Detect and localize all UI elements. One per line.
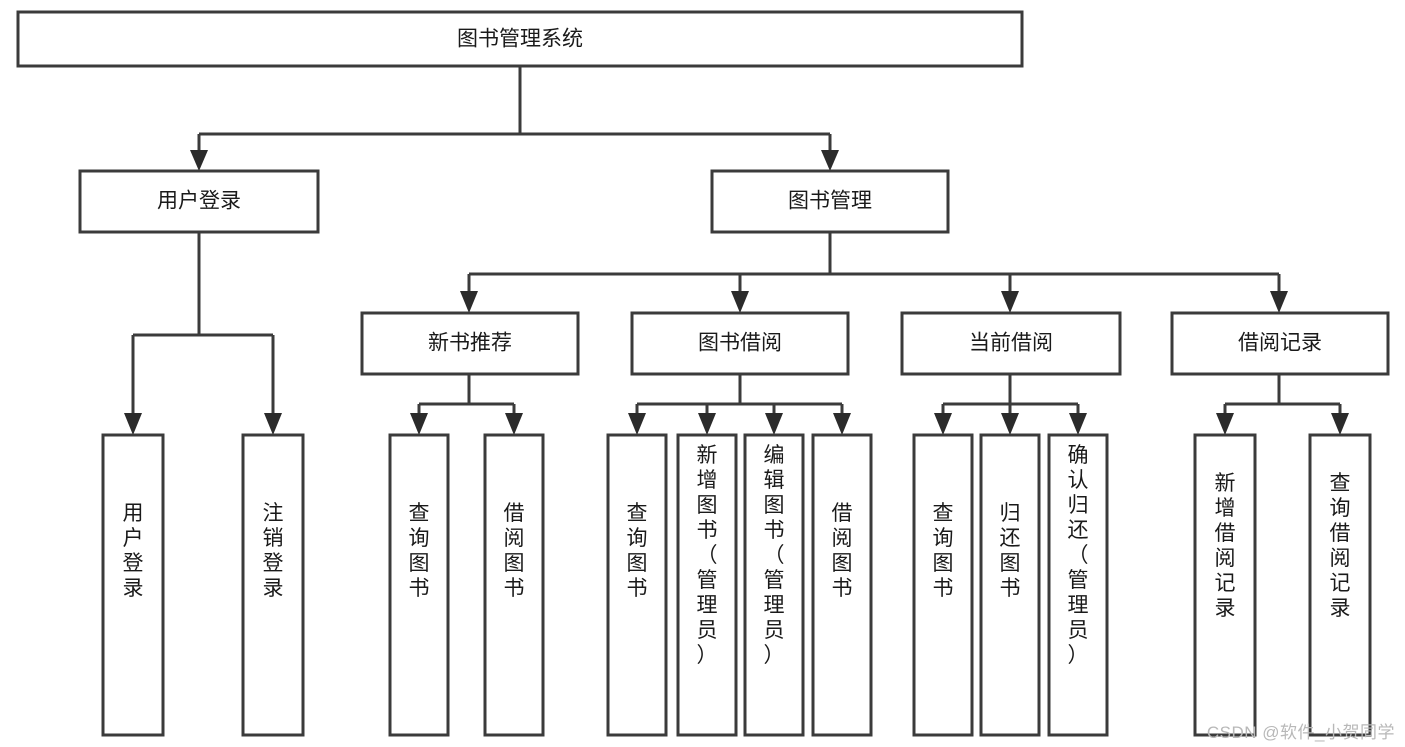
node-new-book-recommend-box[interactable] bbox=[360, 311, 580, 376]
arrow-head-leaf-borrow-book-bb bbox=[833, 413, 851, 435]
node-leaf-return-book-box[interactable] bbox=[979, 433, 1041, 737]
arrow-head-current-borrow bbox=[1001, 291, 1019, 313]
node-leaf-borrow-book-bb-label: 借阅图书 bbox=[832, 502, 853, 600]
node-leaf-confirm-return[interactable]: 确认归还（管理员） bbox=[1047, 433, 1109, 737]
node-leaf-query-record-label: 查询借阅记录 bbox=[1330, 472, 1351, 620]
node-leaf-edit-book-label: 编辑图书（管理员） bbox=[764, 444, 785, 667]
node-leaf-query-book-cb-label: 查询图书 bbox=[933, 502, 954, 600]
node-leaf-logout-box[interactable] bbox=[241, 433, 305, 737]
node-root-label: 图书管理系统 bbox=[457, 28, 583, 51]
node-leaf-confirm-return-label: 确认归还（管理员） bbox=[1068, 444, 1089, 667]
node-book-manage[interactable]: 图书管理 bbox=[710, 169, 950, 234]
node-user-login[interactable]: 用户登录 bbox=[78, 169, 320, 234]
node-leaf-user-login-box[interactable] bbox=[101, 433, 165, 737]
arrow-head-borrow-record bbox=[1270, 291, 1288, 313]
node-leaf-query-book-rec-box[interactable] bbox=[388, 433, 450, 737]
arrow-head-leaf-query-book-cb bbox=[934, 413, 952, 435]
node-leaf-query-book-bb[interactable]: 查询图书 bbox=[606, 433, 668, 737]
node-leaf-query-book-bb-box[interactable] bbox=[606, 433, 668, 737]
node-borrow-record-box[interactable] bbox=[1170, 311, 1390, 376]
node-current-borrow-label: 当前借阅 bbox=[969, 332, 1053, 355]
arrow-head-book-manage bbox=[821, 150, 839, 171]
node-leaf-user-login-label: 用户登录 bbox=[123, 502, 144, 600]
node-book-borrow[interactable]: 图书借阅 bbox=[630, 311, 850, 376]
node-leaf-query-record-box[interactable] bbox=[1308, 433, 1372, 737]
node-leaf-logout-label: 注销登录 bbox=[263, 502, 284, 600]
arrow-head-leaf-query-record bbox=[1331, 413, 1349, 435]
node-book-manage-label: 图书管理 bbox=[788, 190, 872, 213]
node-current-borrow-box[interactable] bbox=[900, 311, 1122, 376]
arrow-head-leaf-user-login bbox=[124, 413, 142, 435]
node-root-box[interactable] bbox=[16, 10, 1024, 68]
arrow-head-user-login bbox=[190, 150, 208, 171]
node-leaf-confirm-return-box[interactable] bbox=[1047, 433, 1109, 737]
node-leaf-add-record-box[interactable] bbox=[1193, 433, 1257, 737]
node-leaf-logout[interactable]: 注销登录 bbox=[241, 433, 305, 737]
node-leaf-add-record-label: 新增借阅记录 bbox=[1215, 472, 1236, 620]
node-leaf-borrow-book-rec-box[interactable] bbox=[483, 433, 545, 737]
node-user-login-box[interactable] bbox=[78, 169, 320, 234]
node-new-book-recommend[interactable]: 新书推荐 bbox=[360, 311, 580, 376]
node-book-manage-box[interactable] bbox=[710, 169, 950, 234]
node-root[interactable]: 图书管理系统 bbox=[16, 10, 1024, 68]
node-leaf-return-book-label: 归还图书 bbox=[1000, 502, 1021, 600]
node-leaf-query-record[interactable]: 查询借阅记录 bbox=[1308, 433, 1372, 737]
node-leaf-add-book-label: 新增图书（管理员） bbox=[697, 444, 718, 667]
arrow-head-leaf-return-book bbox=[1001, 413, 1019, 435]
arrow-head-new-book-recommend bbox=[460, 291, 478, 313]
node-leaf-borrow-book-rec[interactable]: 借阅图书 bbox=[483, 433, 545, 737]
arrow-head-leaf-query-book-rec bbox=[410, 413, 428, 435]
node-leaf-query-book-bb-label: 查询图书 bbox=[627, 502, 648, 600]
arrow-head-leaf-add-record bbox=[1216, 413, 1234, 435]
arrow-head-leaf-logout bbox=[264, 413, 282, 435]
node-user-login-label: 用户登录 bbox=[157, 190, 241, 213]
node-leaf-borrow-book-bb[interactable]: 借阅图书 bbox=[811, 433, 873, 737]
node-leaf-borrow-book-rec-label: 借阅图书 bbox=[504, 502, 525, 600]
node-borrow-record[interactable]: 借阅记录 bbox=[1170, 311, 1390, 376]
node-leaf-query-book-rec[interactable]: 查询图书 bbox=[388, 433, 450, 737]
node-leaf-query-book-cb[interactable]: 查询图书 bbox=[912, 433, 974, 737]
arrow-head-leaf-edit-book bbox=[765, 413, 783, 435]
node-leaf-edit-book[interactable]: 编辑图书（管理员） bbox=[743, 433, 805, 737]
arrow-head-leaf-confirm-return bbox=[1069, 413, 1087, 435]
node-book-borrow-box[interactable] bbox=[630, 311, 850, 376]
arrow-head-leaf-query-book-bb bbox=[628, 413, 646, 435]
arrow-head-book-borrow bbox=[731, 291, 749, 313]
arrow-head-leaf-add-book bbox=[698, 413, 716, 435]
node-leaf-return-book[interactable]: 归还图书 bbox=[979, 433, 1041, 737]
node-leaf-add-book[interactable]: 新增图书（管理员） bbox=[676, 433, 738, 737]
node-leaf-borrow-book-bb-box[interactable] bbox=[811, 433, 873, 737]
node-borrow-record-label: 借阅记录 bbox=[1238, 332, 1322, 355]
node-current-borrow[interactable]: 当前借阅 bbox=[900, 311, 1122, 376]
node-leaf-add-book-box[interactable] bbox=[676, 433, 738, 737]
node-leaf-user-login[interactable]: 用户登录 bbox=[101, 433, 165, 737]
arrow-head-leaf-borrow-book-rec bbox=[505, 413, 523, 435]
node-leaf-query-book-cb-box[interactable] bbox=[912, 433, 974, 737]
node-new-book-recommend-label: 新书推荐 bbox=[428, 332, 512, 355]
node-book-borrow-label: 图书借阅 bbox=[698, 332, 782, 355]
node-leaf-add-record[interactable]: 新增借阅记录 bbox=[1193, 433, 1257, 737]
node-leaf-edit-book-box[interactable] bbox=[743, 433, 805, 737]
connector-layer bbox=[124, 66, 1349, 435]
node-leaf-query-book-rec-label: 查询图书 bbox=[409, 502, 430, 600]
